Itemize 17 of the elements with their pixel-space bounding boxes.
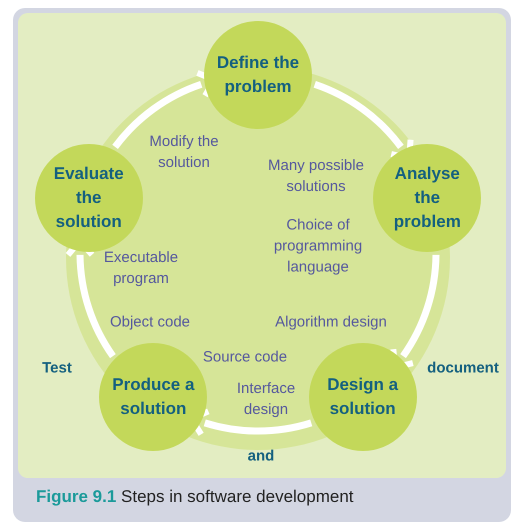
step-detail: Many possible solutions	[267, 156, 365, 197]
cycle-annotation: and	[246, 446, 276, 466]
step-detail: Choice of programming language	[272, 216, 364, 278]
step-label: Design a solution	[326, 374, 400, 420]
step-detail: Modify the solution	[148, 132, 220, 173]
cycle-annotation: Test	[41, 358, 73, 378]
step-label: Define the problem	[216, 52, 300, 98]
step-detail: Object code	[108, 312, 192, 332]
step-detail: Source code	[202, 348, 288, 368]
figure-caption: Figure 9.1 Steps in software development	[36, 487, 354, 507]
step-detail: Interface design	[236, 379, 296, 420]
step-label: Produce a solution	[111, 374, 196, 420]
step-label: Analyse the problem	[392, 162, 462, 233]
cycle-annotation: document	[426, 358, 500, 378]
step-label: Evaluate the solution	[52, 162, 125, 233]
step-detail: Executable program	[102, 248, 180, 289]
step-detail: Algorithm design	[274, 312, 388, 332]
